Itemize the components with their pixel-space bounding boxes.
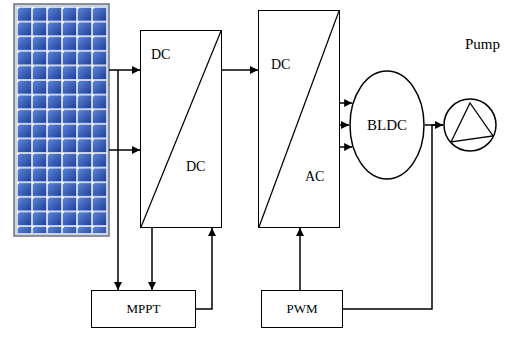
signal-arrow xyxy=(299,228,301,290)
outline-ellipse xyxy=(444,99,496,151)
port-label: DC xyxy=(151,47,170,62)
divider-line xyxy=(141,31,221,227)
outline-ellipse xyxy=(350,71,424,179)
pwm-box: PWM xyxy=(261,290,343,328)
node-label: Pump xyxy=(465,36,500,53)
bldc-motor: BLDC xyxy=(349,70,425,180)
signal-arrow xyxy=(222,69,258,71)
dc-ac-inverter: DC AC xyxy=(258,10,340,228)
panel-cells xyxy=(17,7,107,233)
pump-symbol: Pump xyxy=(443,98,497,152)
port-label: AC xyxy=(305,169,324,184)
port-label: DC xyxy=(186,159,205,174)
signal-arrow xyxy=(340,146,352,148)
solar-panel xyxy=(14,4,109,236)
dc-dc-converter: DC DC xyxy=(140,30,222,228)
node-label: BLDC xyxy=(367,117,407,134)
impeller-triangle xyxy=(451,103,493,142)
node-label: PWM xyxy=(286,302,317,316)
signal-arrow xyxy=(196,228,212,309)
panel-wire xyxy=(109,69,140,71)
panel-wire xyxy=(109,149,140,151)
pump-outline xyxy=(443,98,497,152)
sense-wire xyxy=(117,70,119,290)
panel-frame xyxy=(14,4,109,236)
signal-arrow xyxy=(340,102,352,104)
signal-arrow xyxy=(340,124,349,126)
node-label: MPPT xyxy=(127,302,161,316)
mppt-box: MPPT xyxy=(91,290,196,328)
port-label: DC xyxy=(271,57,290,72)
divider-line xyxy=(259,11,339,227)
divider-line xyxy=(259,11,339,227)
